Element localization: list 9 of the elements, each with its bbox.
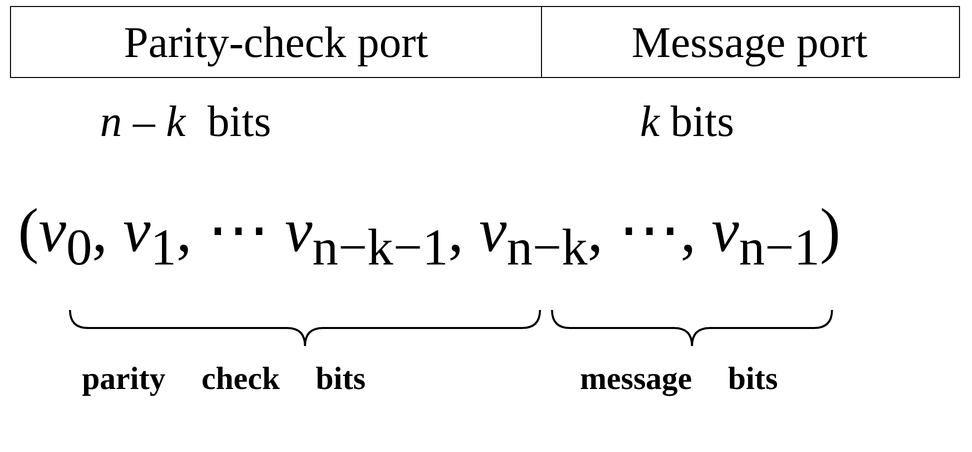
port-box (10, 6, 542, 78)
codeword-formula: (v$_{0}$, v$_{1}$, ⋯ v$_{n−k−1}$, v$_{n−k}$, ⋯, v$_{n−1}$) (18, 200, 840, 274)
brace-label: message bits (580, 362, 778, 394)
port-box (540, 6, 960, 78)
bit-count-label: n – k bits (100, 100, 272, 144)
port-name: Message port (632, 16, 868, 68)
brace-label: parity check bits (82, 362, 366, 394)
port-name: Parity-check port (124, 16, 428, 68)
bit-count-label: k bits (640, 100, 734, 144)
